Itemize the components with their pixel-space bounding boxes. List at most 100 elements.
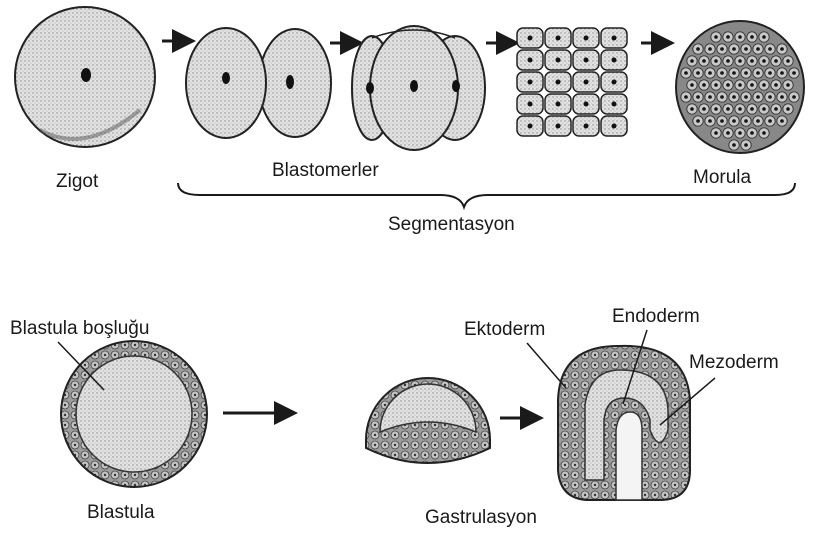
morula-blastomere xyxy=(777,44,787,54)
morula-blastomere xyxy=(753,44,763,54)
label-mezoderm: Mezoderm xyxy=(689,352,779,373)
morula-blastomere xyxy=(777,92,787,102)
morula-blastomere xyxy=(777,116,787,126)
morula-blastomere xyxy=(723,128,733,138)
morula-blastomere xyxy=(735,32,745,42)
label-zigot: Zigot xyxy=(56,171,99,192)
blastomere-cell xyxy=(573,50,599,70)
blastomere-cell xyxy=(573,116,599,136)
blastomere-cell xyxy=(517,50,543,70)
label-gastrulasyon: Gastrulasyon xyxy=(425,507,537,528)
morula-blastomere xyxy=(711,56,721,66)
morula-blastomere xyxy=(777,68,787,78)
morula-blastomere xyxy=(759,104,769,114)
morula-blastomere xyxy=(705,116,715,126)
morula-blastomere xyxy=(753,92,763,102)
morula-blastomere xyxy=(723,80,733,90)
four-cell-stage xyxy=(352,26,485,150)
blastomere-cell xyxy=(573,94,599,114)
blastocoel xyxy=(76,356,192,472)
morula-blastomere xyxy=(693,68,703,78)
late-gastrula xyxy=(558,346,690,500)
morula-blastomere xyxy=(723,32,733,42)
blastomere-cell xyxy=(573,72,599,92)
morula-blastomere xyxy=(759,56,769,66)
morula-blastomere xyxy=(681,68,691,78)
label-endoderm: Endoderm xyxy=(612,306,700,327)
morula-blastomere xyxy=(705,44,715,54)
morula-blastomere xyxy=(747,104,757,114)
morula-blastomere xyxy=(741,140,751,150)
morula-blastomere xyxy=(759,32,769,42)
morula-blastomere xyxy=(753,68,763,78)
blastula-cell xyxy=(61,341,207,487)
morula-blastomere xyxy=(711,104,721,114)
morula-blastomere xyxy=(747,56,757,66)
morula-blastomere xyxy=(765,116,775,126)
morula-blastomere xyxy=(735,56,745,66)
pointer-ektoderm xyxy=(527,343,566,388)
label-segmentasyon: Segmentasyon xyxy=(388,214,515,235)
morula-blastomere xyxy=(699,56,709,66)
morula-blastomere xyxy=(723,104,733,114)
zygote-nucleus xyxy=(81,68,91,82)
blastomere-cell xyxy=(517,116,543,136)
morula-blastomere xyxy=(735,104,745,114)
morula-blastomere xyxy=(687,56,697,66)
morula-blastomere xyxy=(783,80,793,90)
label-blastula: Blastula xyxy=(87,502,155,523)
morula-blastomere xyxy=(693,44,703,54)
morula-blastomere xyxy=(681,92,691,102)
morula-blastomere xyxy=(747,32,757,42)
morula-blastomere xyxy=(729,68,739,78)
morula-blastomere xyxy=(711,128,721,138)
morula-blastomere xyxy=(729,140,739,150)
zygote-cell xyxy=(15,7,155,147)
morula-blastomere xyxy=(789,68,799,78)
blastomere-cell xyxy=(517,94,543,114)
morula-blastomere xyxy=(741,44,751,54)
blastomere-cell xyxy=(545,116,571,136)
morula-blastomere xyxy=(741,92,751,102)
morula-blastomere xyxy=(717,116,727,126)
morula-blastomere xyxy=(687,80,697,90)
blastomere-cell xyxy=(601,94,627,114)
morula-blastomere xyxy=(765,44,775,54)
morula-blastomere xyxy=(729,92,739,102)
morula-blastomere xyxy=(693,116,703,126)
morula-blastomere xyxy=(753,116,763,126)
morula-blastomere xyxy=(729,116,739,126)
morula-blastomere xyxy=(747,128,757,138)
early-gastrula xyxy=(366,378,490,463)
blastomere-cell xyxy=(517,28,543,48)
morula-blastomere xyxy=(705,68,715,78)
morula-blastomere xyxy=(741,116,751,126)
morula-blastomere xyxy=(717,44,727,54)
morula-blastomere xyxy=(765,68,775,78)
two-cell-stage xyxy=(186,28,331,138)
blastomere-cell xyxy=(545,50,571,70)
morula-blastomere xyxy=(759,128,769,138)
archenteron xyxy=(616,412,642,500)
morula-blastomere xyxy=(759,80,769,90)
morula-blastomere xyxy=(747,80,757,90)
blastomere-cell xyxy=(601,28,627,48)
morula-blastomere xyxy=(711,32,721,42)
morula-blastomere xyxy=(723,56,733,66)
morula-blastomere xyxy=(717,92,727,102)
morula-blastomere xyxy=(789,92,799,102)
blastomere-cell xyxy=(601,72,627,92)
morula-blastomere xyxy=(741,68,751,78)
blastomere-cell xyxy=(545,72,571,92)
blastomere-cell xyxy=(601,116,627,136)
morula-blastomere xyxy=(687,104,697,114)
blastomere-cell xyxy=(601,50,627,70)
label-blastomerler: Blastomerler xyxy=(272,160,379,181)
morula-cell xyxy=(676,21,804,153)
blastomere-cell xyxy=(545,94,571,114)
label-morula: Morula xyxy=(693,167,752,188)
blastomere-cell xyxy=(545,28,571,48)
morula-blastomere xyxy=(735,80,745,90)
